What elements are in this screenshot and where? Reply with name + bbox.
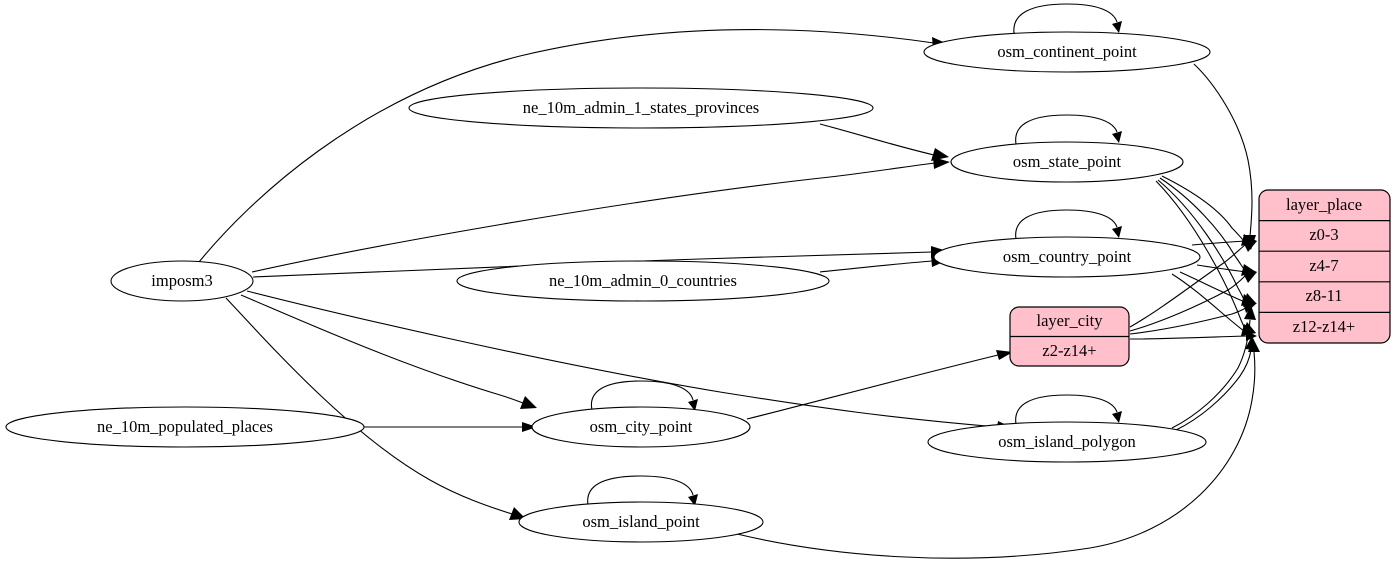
node-ne-10m-populated-places[interactable]: ne_10m_populated_places bbox=[5, 406, 365, 448]
edge-osm-state-point-to-layer-place-z4-7 bbox=[1159, 177, 1247, 273]
arrowhead bbox=[688, 494, 698, 506]
node-osm-island-polygon-label: osm_island_polygon bbox=[998, 432, 1136, 451]
arrowhead bbox=[1242, 271, 1257, 283]
edge-imposm3-to-osm-city-point bbox=[240, 294, 524, 404]
node-imposm3-shape[interactable] bbox=[110, 260, 254, 302]
arrowhead bbox=[1241, 322, 1256, 336]
arrowhead bbox=[1244, 305, 1256, 320]
arrowhead bbox=[1248, 338, 1260, 352]
node-osm-state-point[interactable]: osm_state_point bbox=[950, 141, 1184, 183]
node-osm-island-point-shape[interactable] bbox=[518, 501, 764, 543]
node-layer-city[interactable]: layer_city z2-z14+ bbox=[1009, 306, 1130, 367]
edge-osm-country-point-to-layer-place-z0-3 bbox=[1191, 240, 1247, 246]
arrowhead bbox=[931, 148, 949, 161]
node-osm-continent-point[interactable]: osm_continent_point bbox=[923, 31, 1211, 73]
edge-layer-city-to-layer-place-z8-11 bbox=[1129, 307, 1247, 335]
edge-imposm3-to-osm-state-point bbox=[251, 162, 936, 273]
layer-place-row-z8-11[interactable]: z8-11 bbox=[1306, 286, 1343, 305]
edge-ne-states-to-osm-state-point bbox=[819, 123, 935, 156]
node-osm-island-point[interactable]: osm_island_point bbox=[518, 501, 764, 543]
edge-osm-state-point-to-layer-place-z0-3 bbox=[1161, 175, 1246, 243]
node-osm-country-point-label: osm_country_point bbox=[1003, 247, 1132, 266]
edge-imposm3-to-osm-island-point bbox=[225, 297, 513, 515]
nodes-layer: imposm3 ne_10m_admin_1_states_provinces … bbox=[5, 31, 1391, 543]
node-osm-island-polygon[interactable]: osm_island_polygon bbox=[927, 421, 1207, 463]
edge-self-loop-osm-state-point bbox=[1015, 114, 1118, 145]
arrowhead bbox=[520, 396, 537, 409]
layer-city-title: layer_city bbox=[1037, 311, 1104, 330]
node-osm-city-point[interactable]: osm_city_point bbox=[531, 406, 751, 448]
node-osm-island-polygon-shape[interactable] bbox=[927, 421, 1207, 463]
node-ne-countries-shape[interactable] bbox=[456, 260, 830, 302]
arrowhead bbox=[509, 507, 526, 520]
arrowhead bbox=[1112, 411, 1122, 423]
edge-self-loop-osm-island-point bbox=[587, 475, 694, 506]
node-osm-island-point-label: osm_island_point bbox=[582, 512, 700, 531]
node-ne-states-label: ne_10m_admin_1_states_provinces bbox=[523, 98, 759, 117]
edge-self-loop-osm-country-point bbox=[1015, 209, 1118, 240]
layer-city-row-z2-z14[interactable]: z2-z14+ bbox=[1042, 341, 1096, 360]
node-osm-continent-point-shape[interactable] bbox=[923, 31, 1211, 73]
edge-imposm3-to-osm-island-polygon bbox=[246, 290, 999, 428]
node-ne-states-shape[interactable] bbox=[408, 87, 874, 129]
edge-ne-countries-to-osm-country-point bbox=[819, 260, 933, 273]
edge-osm-island-polygon-to-layer-place-z12-z14 bbox=[1175, 349, 1252, 431]
node-ne-10m-admin-1-states-provinces[interactable]: ne_10m_admin_1_states_provinces bbox=[408, 87, 874, 129]
edge-osm-island-point-to-layer-place-z12-z14 bbox=[736, 351, 1256, 559]
layer-place-row-z0-3[interactable]: z0-3 bbox=[1309, 225, 1338, 244]
node-ne-countries-label: ne_10m_admin_0_countries bbox=[549, 271, 737, 290]
edge-osm-country-point-to-layer-place-z12-z14 bbox=[1171, 273, 1245, 332]
node-osm-continent-point-label: osm_continent_point bbox=[997, 42, 1137, 61]
node-osm-state-point-shape[interactable] bbox=[950, 141, 1184, 183]
edge-osm-country-point-to-layer-place-z4-7 bbox=[1196, 264, 1247, 273]
arrowhead bbox=[1112, 21, 1122, 33]
edge-self-loop-osm-continent-point bbox=[1013, 3, 1118, 34]
layer-place-row-z4-7[interactable]: z4-7 bbox=[1309, 256, 1338, 275]
node-ne-populated-shape[interactable] bbox=[5, 406, 365, 448]
arrowhead bbox=[1112, 226, 1122, 238]
layer-place-title: layer_place bbox=[1286, 195, 1362, 214]
edge-self-loop-osm-island-polygon bbox=[1015, 394, 1118, 425]
arrowhead bbox=[933, 157, 950, 169]
node-osm-city-point-label: osm_city_point bbox=[590, 417, 693, 436]
edge-osm-continent-point-to-layer-place-z0-3 bbox=[1193, 63, 1253, 237]
node-ne-populated-label: ne_10m_populated_places bbox=[97, 417, 273, 436]
node-osm-country-point[interactable]: osm_country_point bbox=[933, 236, 1201, 278]
edge-layer-city-to-layer-place-z0-3 bbox=[1129, 244, 1246, 328]
arrowhead bbox=[996, 350, 1013, 360]
edge-osm-city-point-to-layer-city bbox=[746, 354, 999, 420]
node-ne-10m-admin-0-countries[interactable]: ne_10m_admin_0_countries bbox=[456, 260, 830, 302]
node-imposm3-label: imposm3 bbox=[151, 271, 212, 290]
edge-osm-country-point-to-layer-place-z8-11 bbox=[1179, 271, 1246, 303]
arrowhead bbox=[522, 422, 537, 432]
node-osm-country-point-shape[interactable] bbox=[933, 236, 1201, 278]
arrowhead bbox=[1112, 131, 1122, 143]
edge-layer-city-to-layer-place-z12-z14 bbox=[1129, 335, 1247, 340]
edges-layer bbox=[198, 3, 1260, 559]
node-layer-place[interactable]: layer_place z0-3 z4-7 z8-11 z12-z14+ bbox=[1258, 189, 1391, 344]
edge-self-loop-osm-city-point bbox=[590, 380, 694, 411]
node-layer-place-body[interactable] bbox=[1258, 189, 1391, 344]
edge-osm-island-polygon-to-layer-place-z8-11 bbox=[1171, 319, 1251, 429]
node-imposm3[interactable]: imposm3 bbox=[110, 260, 254, 302]
edge-imposm3-to-osm-continent-point bbox=[198, 29, 935, 263]
arrowhead bbox=[1242, 240, 1257, 252]
layer-place-row-z12-z14[interactable]: z12-z14+ bbox=[1293, 317, 1355, 336]
node-osm-city-point-shape[interactable] bbox=[531, 406, 751, 448]
edge-layer-city-to-layer-place-z4-7 bbox=[1129, 275, 1246, 332]
arrowhead bbox=[688, 399, 698, 411]
node-osm-state-point-label: osm_state_point bbox=[1013, 152, 1122, 171]
